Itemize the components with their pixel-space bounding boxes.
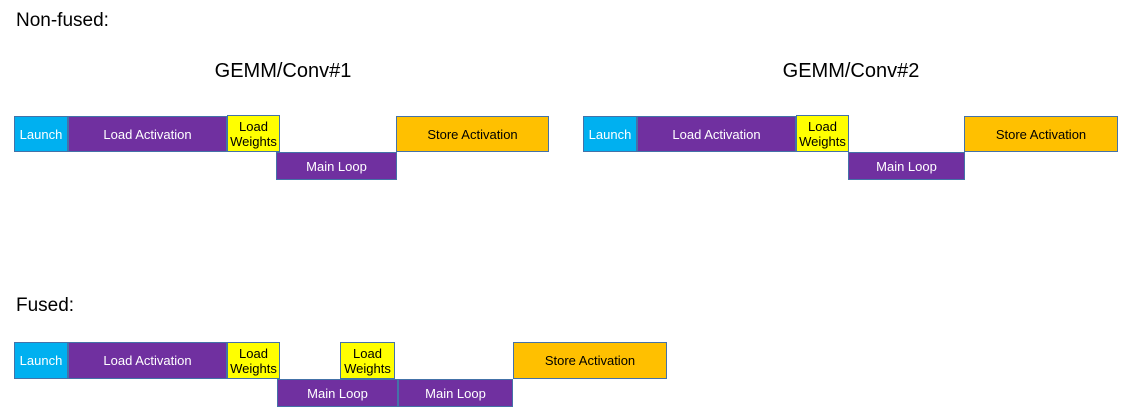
block-load-activation-gemm1: Load Activation [68,116,227,152]
block-launch-gemm2: Launch [583,116,637,152]
block-load-activation-gemm2: Load Activation [637,116,796,152]
block-load-weights-gemm2: Load Weights [796,115,849,152]
block-main-loop-fused-1: Main Loop [277,379,398,407]
block-load-weights-fused-2: Load Weights [340,342,395,379]
block-label-line2: Weights [799,133,846,149]
section-label-non-fused: Non-fused: [16,10,109,31]
group-title-gemm-conv-1: GEMM/Conv#1 [214,60,352,82]
block-label-line2: Weights [230,360,277,376]
block-label: Launch [19,353,63,368]
block-load-weights-fused-1: Load Weights [227,342,280,379]
block-load-activation-fused: Load Activation [68,342,227,379]
block-label: Load Activation [672,126,761,142]
block-label: Store Activation [427,126,518,142]
block-store-activation-gemm2: Store Activation [964,116,1118,152]
block-label-line1: Load [808,118,837,134]
block-launch-fused: Launch [14,342,68,379]
block-label: Store Activation [544,353,636,368]
block-label: Main Loop [876,158,937,174]
block-label: Main Loop [306,158,367,174]
block-label-line1: Load [239,345,268,361]
block-label: Main Loop [307,385,368,401]
block-store-activation-gemm1: Store Activation [396,116,549,152]
block-label: Load Activation [103,126,192,142]
block-load-weights-gemm1: Load Weights [227,115,280,152]
block-label: Load Activation [103,353,192,368]
section-label-fused: Fused: [16,295,75,316]
block-label-line1: Load [239,118,268,134]
block-label: Store Activation [995,126,1087,142]
block-store-activation-fused: Store Activation [513,342,667,379]
block-label: Launch [19,126,63,142]
block-label: Main Loop [425,385,486,401]
block-main-loop-fused-2: Main Loop [398,379,513,407]
block-label-line2: Weights [344,360,391,376]
block-launch-gemm1: Launch [14,116,68,152]
block-main-loop-gemm2: Main Loop [848,152,965,180]
block-main-loop-gemm1: Main Loop [276,152,397,180]
block-label-line1: Load [353,345,382,361]
group-title-gemm-conv-2: GEMM/Conv#2 [782,60,920,82]
block-label: Launch [588,126,632,142]
block-label-line2: Weights [230,133,277,149]
